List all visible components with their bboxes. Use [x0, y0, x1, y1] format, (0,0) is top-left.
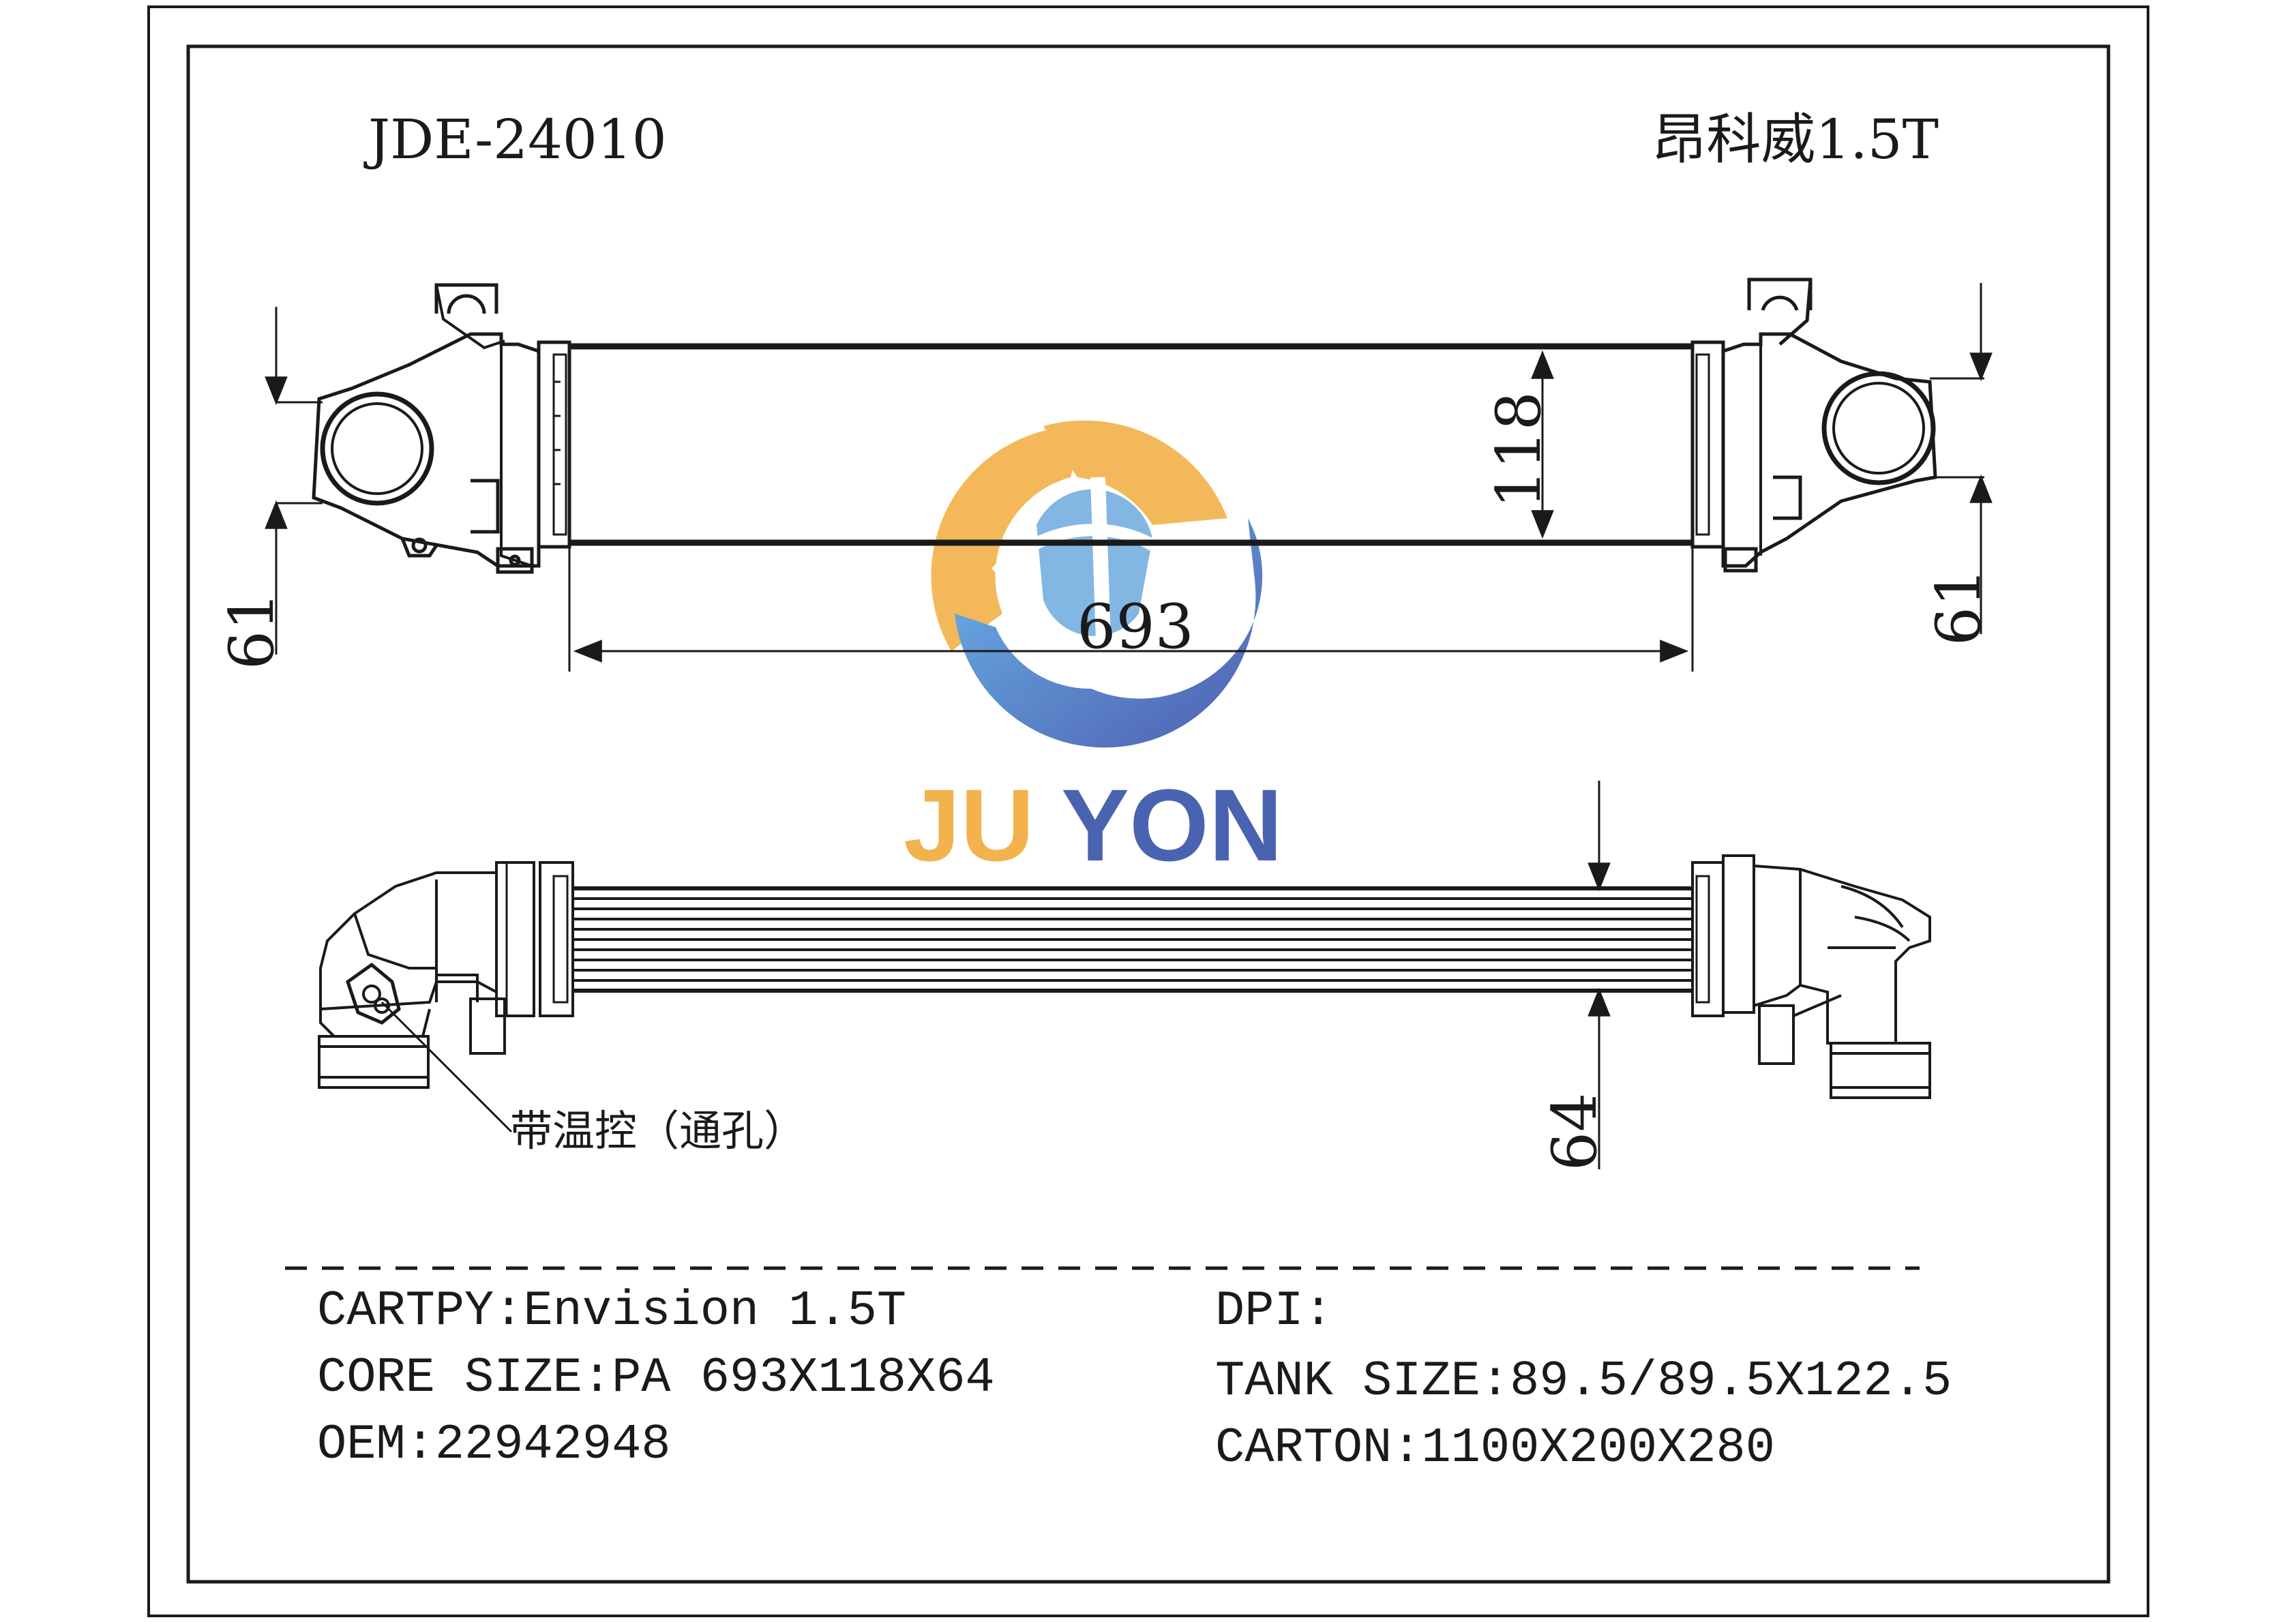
dim-inlet-right: 61: [1923, 568, 1995, 646]
part-number: JDE-24010: [363, 108, 667, 171]
front-view: [312, 277, 1937, 574]
spec-oem: OEM:22942948: [317, 1417, 671, 1473]
dim-core-height: 118: [1483, 391, 1555, 509]
outer-frame: [147, 5, 2149, 1617]
spec-carton: CARTON:1100X200X280: [1215, 1420, 1775, 1476]
thermostat-leader-line: [381, 1001, 513, 1133]
vehicle-model: 昂科威1.5T: [1652, 108, 1939, 171]
spec-core-size: CORE SIZE:PA 693X118X64: [317, 1350, 995, 1406]
dimension-lines-front: [265, 283, 1993, 672]
spec-cartpy: CARTPY:Envision 1.5T: [317, 1283, 907, 1339]
logo-text-yon: YON: [1061, 768, 1283, 882]
dim-core-length: 693: [1077, 591, 1194, 663]
side-view: [318, 854, 1931, 1099]
dim-core-depth: 64: [1539, 1093, 1611, 1171]
inner-frame: [186, 44, 2111, 1584]
logo-text-ju: JU: [904, 768, 1034, 882]
spec-dpi: DPI:: [1215, 1283, 1333, 1339]
dim-inlet-left: 61: [216, 592, 288, 670]
thermostat-note: 带温控（通孔）: [510, 1106, 806, 1156]
spec-tank-size: TANK SIZE:89.5/89.5X122.5: [1215, 1353, 1952, 1409]
juyon-logo-icon: [931, 420, 1263, 748]
